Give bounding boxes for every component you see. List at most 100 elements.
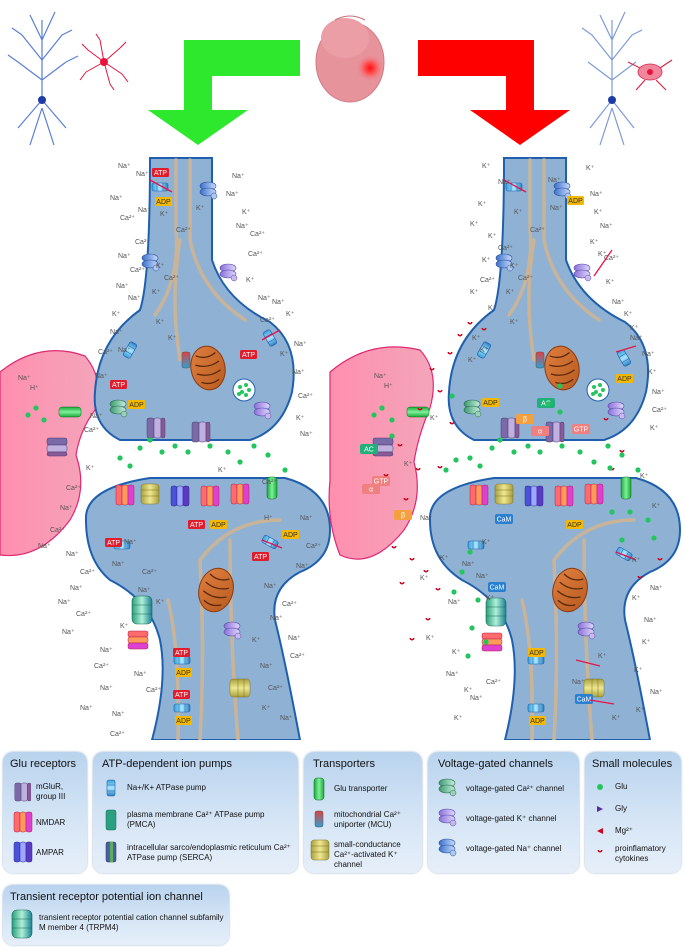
na-ion-label: Na⁺	[80, 705, 93, 712]
k-ion-label: K⁺	[642, 639, 651, 646]
k-ion-label: K⁺	[612, 715, 621, 722]
glu-molecule	[443, 467, 449, 473]
ca-ion-label: Ca²⁺	[306, 543, 321, 550]
legend-item: voltage-gated Na⁺ channel	[466, 844, 562, 853]
legend-item: Gly	[615, 804, 627, 813]
glu-molecule	[41, 417, 47, 423]
k-ion-label: K⁺	[218, 467, 227, 474]
legend-item: Mg²⁺	[615, 826, 633, 835]
glu-transporter	[620, 476, 632, 500]
na-k-pump	[151, 182, 169, 192]
na-ion-label: Na⁺	[110, 329, 123, 336]
k-ion-label: K⁺	[486, 595, 495, 602]
atp-label: ATP	[175, 692, 188, 699]
na-ion-label: Na⁺	[650, 689, 663, 696]
adp-tag: ADP	[155, 197, 172, 206]
adp-label: ADP	[567, 522, 582, 529]
glu-molecule	[469, 625, 475, 631]
k-ion-label: K⁺	[112, 311, 121, 318]
atp-label: ATP	[242, 352, 255, 359]
legend-item: proinflamatory cytokines	[615, 844, 666, 863]
alpha-label: α	[538, 429, 542, 436]
legend-title: Small molecules	[592, 758, 673, 770]
sk-channel-icon	[310, 839, 330, 861]
legend-item: intracellular sarco/endoplasmic reticulu…	[127, 843, 291, 862]
cytokine-icon	[423, 570, 429, 573]
k-ion-label: K⁺	[440, 555, 449, 562]
glu-molecule	[619, 452, 625, 458]
na-ion-label: Na⁺	[118, 347, 131, 354]
adp-tag: ADP	[175, 716, 192, 725]
gtp-box: GTP	[372, 476, 390, 486]
glu-molecule	[389, 433, 395, 439]
beta-box: β	[394, 510, 412, 520]
ca-ion-label: Ca²⁺	[530, 227, 545, 234]
vg-k-channel	[219, 263, 238, 282]
vg-ca-channel-icon	[438, 778, 457, 797]
pmca-icon	[105, 809, 117, 831]
na-ion-label: Na⁺	[62, 629, 75, 636]
na-ion-label: Na⁺	[600, 223, 613, 230]
ion-flux-arrow	[261, 539, 283, 549]
k-ion-label: K⁺	[464, 687, 473, 694]
atp-label: ATP	[190, 522, 203, 529]
ion-flux-arrow	[615, 551, 637, 561]
na-ion-label: Na⁺	[260, 663, 273, 670]
glu-molecule	[251, 443, 257, 449]
legend-voltage-gated: Voltage-gated channels voltage-gated Ca²…	[428, 752, 579, 873]
na-ion-label: Na⁺	[288, 635, 301, 642]
glu-molecule	[467, 455, 473, 461]
legend-item: AMPAR	[36, 848, 64, 857]
k-ion-label: K⁺	[430, 415, 439, 422]
cytokine-icon	[457, 334, 463, 337]
legend-item: Glu transporter	[334, 784, 388, 793]
cytokine-icon	[467, 322, 473, 325]
glu-molecule	[225, 449, 231, 455]
glu-molecule	[475, 597, 481, 603]
glu-molecule	[645, 517, 651, 523]
glu-molecule	[525, 443, 531, 449]
glu-molecule	[557, 409, 563, 415]
k-ion-label: K⁺	[648, 369, 657, 376]
k-ion-label: K⁺	[478, 201, 487, 208]
ac-box: AC	[360, 444, 378, 454]
mglur	[46, 437, 68, 457]
alpha-label: α	[369, 487, 373, 494]
cytokine-icon	[597, 850, 603, 853]
cytokine-icon	[449, 422, 455, 425]
glu-molecule	[265, 452, 271, 458]
legend-trp: Transient receptor potential ion channel…	[3, 885, 229, 945]
ca-ion-label: Ca²⁺	[80, 569, 95, 576]
glu-molecule	[147, 437, 153, 443]
na-ion-label: Na⁺	[66, 551, 79, 558]
atp-label: ATP	[107, 540, 120, 547]
k-ion-label: K⁺	[590, 239, 599, 246]
na-ion-label: Na⁺	[650, 585, 663, 592]
na-ion-label: Na⁺	[38, 543, 51, 550]
cam-label: CaM	[577, 697, 592, 704]
ion-flux-arrow	[261, 329, 281, 341]
adp-label: ADP	[211, 522, 226, 529]
k-ion-label: K⁺	[632, 595, 641, 602]
atp-label: ATP	[112, 382, 125, 389]
atp-tag: ATP	[110, 380, 127, 389]
legend-transporters: Transporters Glu transporter mitochondri…	[304, 752, 422, 873]
h-ion-label: H⁺	[30, 385, 39, 392]
glu-molecule	[635, 467, 641, 473]
healthy-arrow	[148, 40, 300, 145]
adp-tag: ADP	[482, 398, 499, 407]
atp-tag: ATP	[188, 520, 205, 529]
na-ion-label: Na⁺	[138, 587, 151, 594]
adp-tag: ADP	[567, 196, 584, 205]
ca-ion-label: Ca²⁺	[290, 653, 305, 660]
glu-molecule	[159, 449, 165, 455]
k-ion-label: K⁺	[280, 351, 289, 358]
na-ion-label: Na⁺	[420, 515, 433, 522]
na-ion-label: Na⁺	[590, 191, 603, 198]
glu-molecule	[33, 405, 39, 411]
legend-item: voltage-gated Ca²⁺ channel	[466, 784, 565, 793]
gtp-label: GTP	[374, 479, 389, 486]
adp-tag: ADP	[566, 520, 583, 529]
k-ion-label: K⁺	[152, 289, 161, 296]
na-ion-label: Na⁺	[630, 335, 643, 342]
